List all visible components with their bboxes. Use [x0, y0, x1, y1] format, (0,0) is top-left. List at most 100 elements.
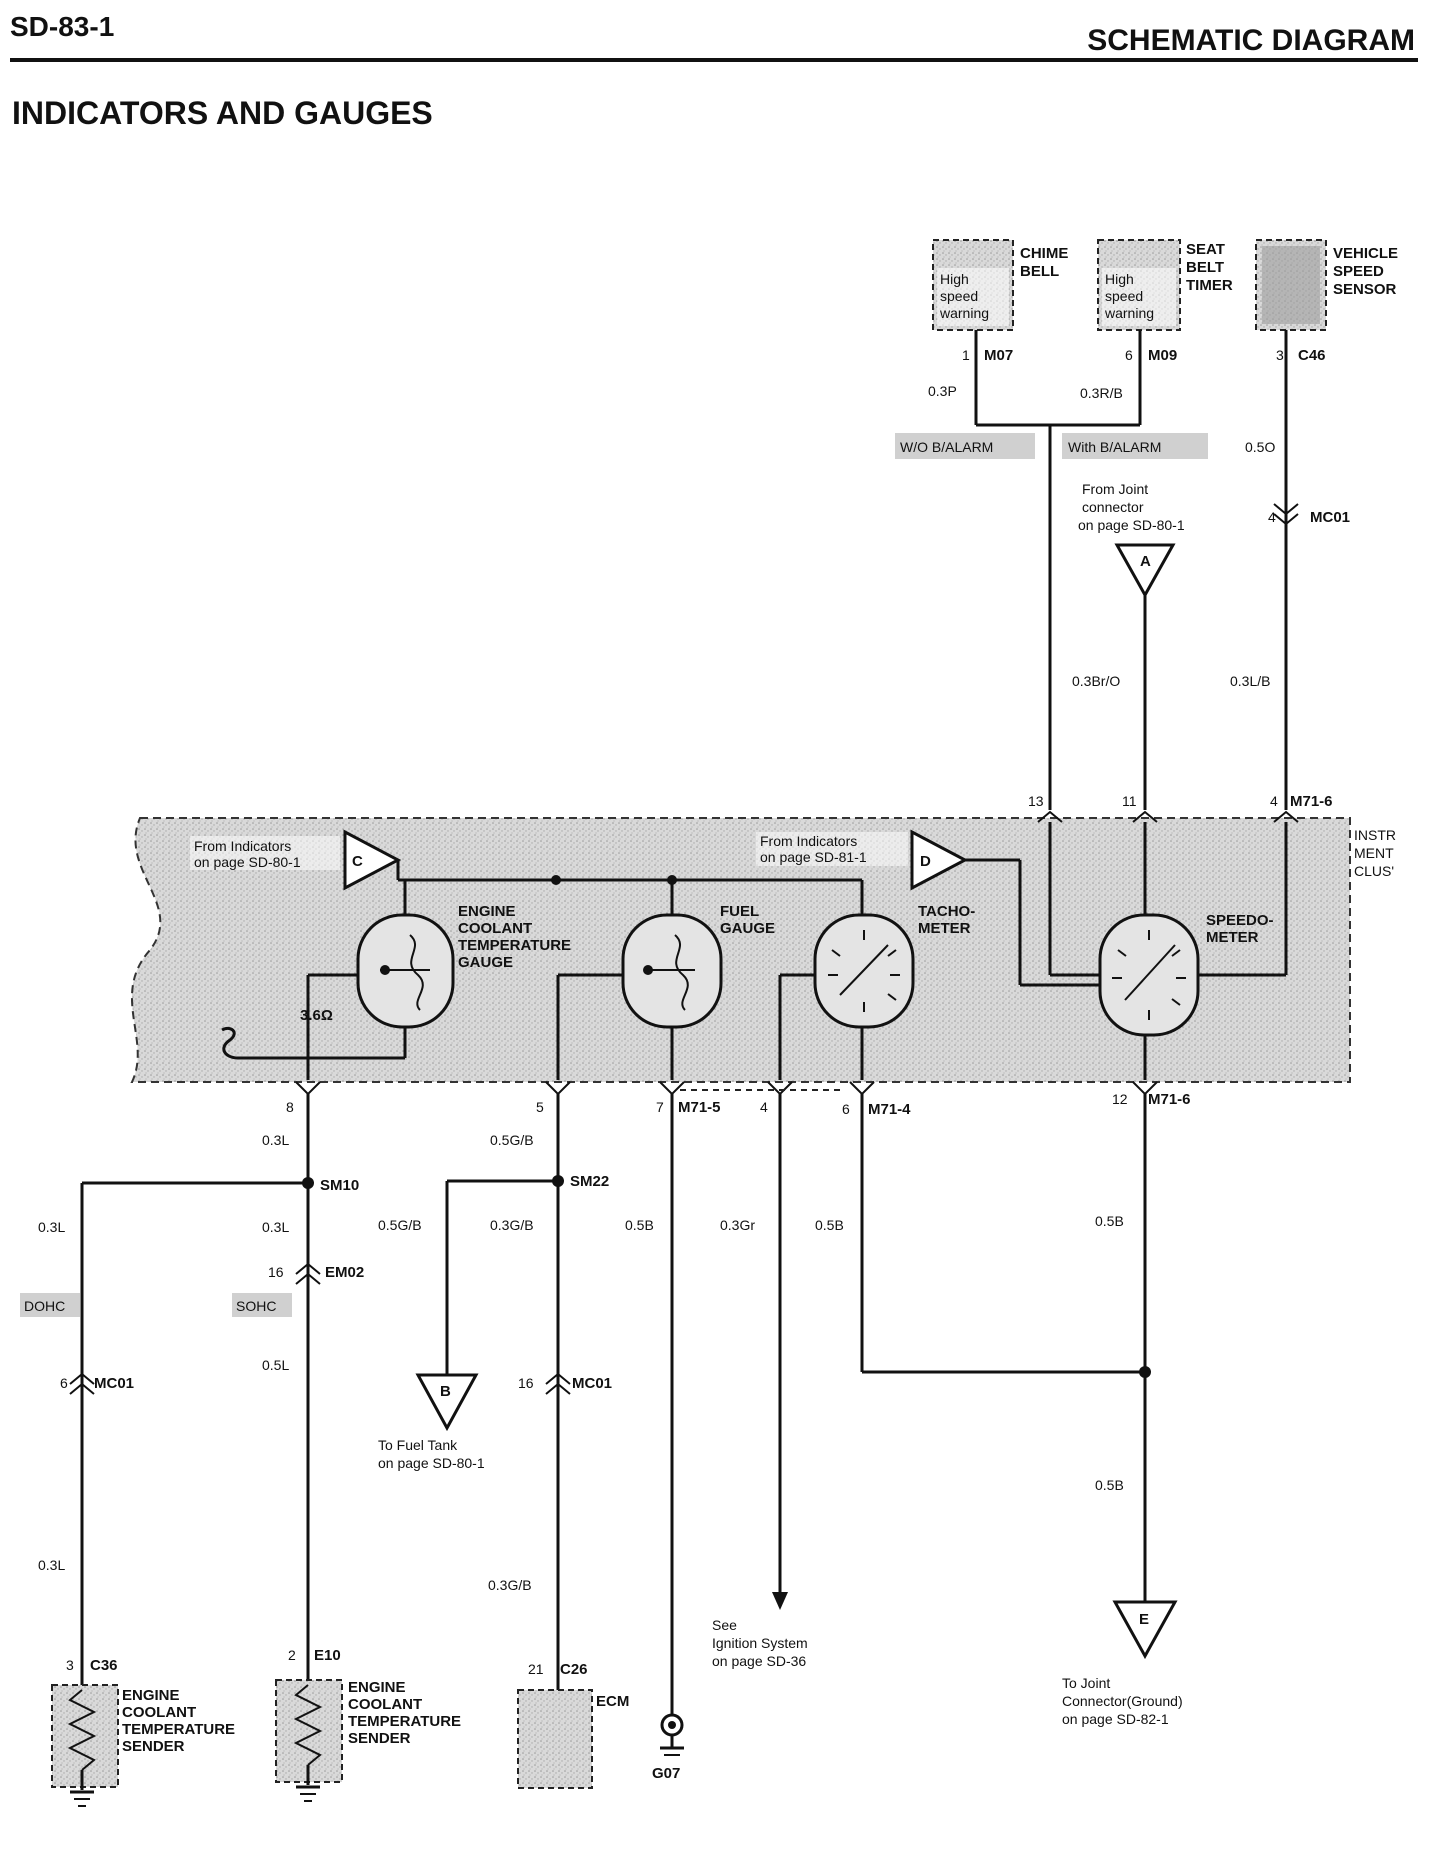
pin-label: 16 — [268, 1264, 284, 1280]
connector-label: M71-4 — [868, 1101, 911, 1118]
pin-label: 13 — [1028, 793, 1044, 809]
pin-label: 16 — [518, 1375, 534, 1391]
svg-text:ECM: ECM — [596, 1693, 629, 1710]
speedometer: SPEEDO- METER — [1098, 912, 1274, 1037]
wire-label: 0.5O — [1245, 439, 1275, 455]
see-ignition-note: See Ignition System on page SD-36 — [712, 1617, 808, 1669]
wire-label: 0.3L — [262, 1219, 289, 1235]
ref-a: From Joint connector on page SD-80-1 A — [1078, 481, 1185, 599]
tachometer: TACHO- METER — [813, 903, 975, 1029]
svg-text:on page SD-82-1: on page SD-82-1 — [1062, 1711, 1169, 1727]
svg-text:SENDER: SENDER — [122, 1738, 185, 1755]
connector-label: MC01 — [572, 1375, 612, 1392]
svg-text:ENGINE: ENGINE — [122, 1687, 180, 1704]
connector-label: C36 — [90, 1657, 118, 1674]
svg-text:GAUGE: GAUGE — [720, 920, 775, 937]
section-title: INDICATORS AND GAUGES — [12, 95, 433, 131]
resistor-label: 3.6Ω — [300, 1007, 333, 1024]
pin-label: 6 — [60, 1375, 68, 1391]
dohc-option-label: DOHC — [20, 1293, 80, 1317]
connector-label: E10 — [314, 1647, 341, 1664]
connector-label: M71-5 — [678, 1099, 721, 1116]
connector-label: MC01 — [1310, 509, 1350, 526]
svg-text:speed: speed — [940, 288, 978, 304]
svg-text:INSTR: INSTR — [1354, 827, 1396, 843]
pin-label: 4 — [1270, 793, 1278, 809]
pin-label: 12 — [1112, 1091, 1128, 1107]
svg-text:A: A — [1140, 553, 1151, 570]
pin-label: 3 — [1276, 347, 1284, 363]
svg-text:High: High — [1105, 271, 1134, 287]
ref-b: B To Fuel Tank on page SD-80-1 — [378, 1373, 485, 1471]
pin-label: 3 — [66, 1657, 74, 1673]
svg-text:METER: METER — [1206, 929, 1259, 946]
wire-label: 0.5G/B — [490, 1132, 534, 1148]
pin-label: 2 — [288, 1647, 296, 1663]
svg-text:COOLANT: COOLANT — [458, 920, 532, 937]
svg-text:To Fuel Tank: To Fuel Tank — [378, 1437, 458, 1453]
svg-text:TEMPERATURE: TEMPERATURE — [458, 937, 571, 954]
svg-text:B: B — [440, 1383, 451, 1400]
pin-label: 6 — [1125, 347, 1133, 363]
svg-text:Ignition System: Ignition System — [712, 1635, 808, 1651]
wire-label: 0.5L — [262, 1357, 289, 1373]
ground-g07: G07 — [652, 1713, 684, 1782]
svg-text:From Indicators: From Indicators — [194, 838, 291, 854]
wire-label: 0.5B — [625, 1217, 654, 1233]
svg-text:TEMPERATURE: TEMPERATURE — [348, 1713, 461, 1730]
svg-text:warning: warning — [939, 305, 989, 321]
connector-label: M71-6 — [1290, 793, 1333, 810]
svg-text:ENGINE: ENGINE — [348, 1679, 406, 1696]
engine-coolant-temperature-gauge: ENGINE COOLANT TEMPERATURE GAUGE — [356, 903, 571, 1029]
svg-text:G07: G07 — [652, 1765, 680, 1782]
splice-label: SM10 — [320, 1177, 359, 1194]
svg-text:D: D — [920, 853, 931, 870]
connector-label: EM02 — [325, 1264, 364, 1281]
wire-label: 0.3Br/O — [1072, 673, 1120, 689]
wire-label: 0.3R/B — [1080, 385, 1123, 401]
pin-label: 4 — [760, 1099, 768, 1115]
svg-text:VEHICLE: VEHICLE — [1333, 245, 1398, 262]
cluster-wiring — [221, 822, 1288, 1080]
ref-c: From Indicators on page SD-80-1 C — [190, 829, 402, 891]
svg-text:With B/ALARM: With B/ALARM — [1068, 439, 1161, 455]
pin-label: 6 — [842, 1101, 850, 1117]
svg-text:SPEED: SPEED — [1333, 263, 1384, 280]
splice-label: SM22 — [570, 1173, 609, 1190]
svg-text:W/O B/ALARM: W/O B/ALARM — [900, 439, 993, 455]
coolant-sender-sohc: ENGINE COOLANT TEMPERATURE SENDER — [275, 1679, 461, 1802]
svg-text:COOLANT: COOLANT — [348, 1696, 422, 1713]
connector-label: M07 — [984, 347, 1013, 364]
sohc-option-label: SOHC — [232, 1293, 292, 1317]
svg-text:SENSOR: SENSOR — [1333, 281, 1397, 298]
wire-label: 0.3L/B — [1230, 673, 1270, 689]
pin-label: 21 — [528, 1661, 544, 1677]
svg-text:METER: METER — [918, 920, 971, 937]
pin-label: 8 — [286, 1099, 294, 1115]
page-id: SD-83-1 — [10, 11, 114, 42]
pin-label: 7 — [656, 1099, 664, 1115]
svg-text:See: See — [712, 1617, 737, 1633]
wire-label: 0.5B — [1095, 1213, 1124, 1229]
chime-bell: High speed warning CHIME BELL — [932, 239, 1068, 331]
svg-text:BELT: BELT — [1186, 259, 1224, 276]
svg-text:To Joint: To Joint — [1062, 1675, 1110, 1691]
connector-label: C46 — [1298, 347, 1326, 364]
svg-text:SOHC: SOHC — [236, 1298, 276, 1314]
svg-text:SENDER: SENDER — [348, 1730, 411, 1747]
ecm-box: ECM — [517, 1689, 629, 1789]
ref-e: E To Joint Connector(Ground) on page SD-… — [1062, 1600, 1183, 1727]
svg-text:speed: speed — [1105, 288, 1143, 304]
svg-text:From Indicators: From Indicators — [760, 833, 857, 849]
svg-text:COOLANT: COOLANT — [122, 1704, 196, 1721]
wire-label: 0.3L — [38, 1219, 65, 1235]
connector-label: C26 — [560, 1661, 588, 1678]
pin-label: 4 — [1268, 509, 1276, 525]
top-wiring — [974, 330, 1299, 810]
fuel-gauge: FUEL GAUGE — [621, 903, 775, 1029]
svg-text:SEAT: SEAT — [1186, 241, 1225, 258]
svg-text:MENT: MENT — [1354, 845, 1394, 861]
svg-text:TIMER: TIMER — [1186, 277, 1233, 294]
coolant-sender-dohc: ENGINE COOLANT TEMPERATURE SENDER — [51, 1684, 235, 1807]
svg-text:Connector(Ground): Connector(Ground) — [1062, 1693, 1183, 1709]
